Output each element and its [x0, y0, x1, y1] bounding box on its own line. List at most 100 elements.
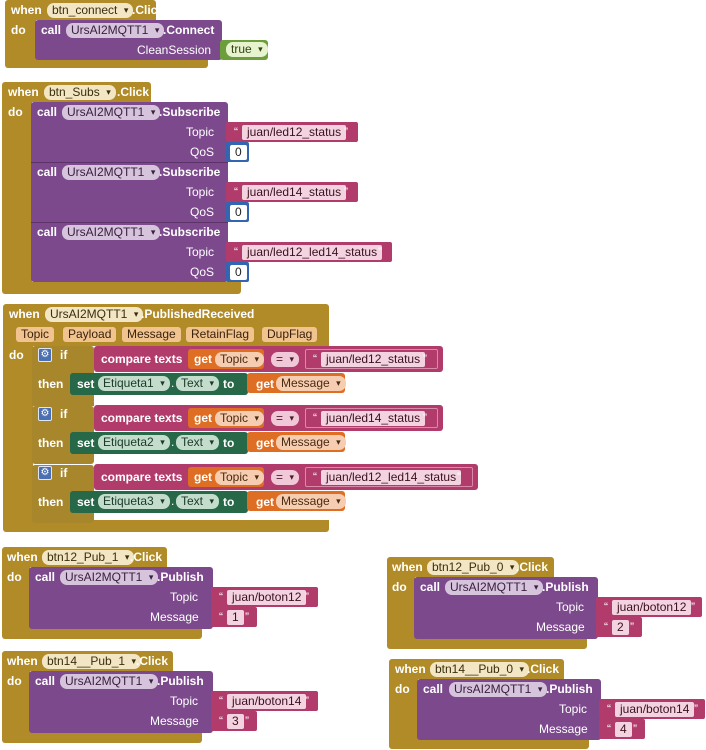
param-retainflag[interactable]: RetainFlag [186, 327, 255, 342]
open-quote: “ [313, 411, 317, 425]
event-do-spine [5, 20, 36, 56]
param-message[interactable]: Message [122, 327, 181, 342]
set-label: set [77, 495, 95, 509]
gear-icon[interactable]: ⚙ [38, 407, 52, 421]
set-property-dropdown[interactable]: Text [176, 376, 220, 391]
param-topic[interactable]: Topic [16, 327, 55, 342]
value-var-dropdown[interactable]: Message [276, 435, 346, 450]
call-label: call [420, 580, 441, 594]
topic-label: Topic [170, 590, 199, 604]
event-footer [2, 282, 241, 294]
topic-string[interactable]: juan/boton12 [612, 600, 692, 615]
qos-value[interactable]: 0 [230, 265, 247, 280]
mqtt-component-dropdown[interactable]: UrsAI2MQTT1 [60, 570, 159, 585]
compare-label: compare texts [101, 352, 183, 366]
topic-string[interactable]: juan/boton12 [227, 590, 307, 605]
close-quote: ” [630, 620, 634, 634]
topic-string[interactable]: juan/led12_status [242, 125, 347, 140]
operator-dropdown[interactable]: = [271, 411, 300, 426]
mqtt-component-dropdown[interactable]: UrsAI2MQTT1 [60, 674, 159, 689]
message-string[interactable]: 1 [227, 610, 244, 625]
mqtt-component-dropdown[interactable]: UrsAI2MQTT1 [62, 225, 161, 240]
set-component-dropdown[interactable]: Etiqueta2 [98, 435, 170, 450]
method-name: .Publish [546, 682, 593, 696]
message-string[interactable]: 3 [227, 714, 244, 729]
get-var-dropdown[interactable]: Topic [215, 352, 265, 367]
topic-string[interactable]: juan/boton14 [227, 694, 307, 709]
method-name: .Publish [157, 570, 204, 584]
qos-value[interactable]: 0 [230, 205, 247, 220]
close-quote: ” [457, 470, 461, 484]
mqtt-component-dropdown[interactable]: UrsAI2MQTT1 [62, 105, 161, 120]
set-component-dropdown[interactable]: Etiqueta3 [98, 494, 170, 509]
to-label: to [223, 436, 235, 450]
get-label: get [256, 377, 274, 391]
qos-value[interactable]: 0 [230, 145, 247, 160]
close-quote: ” [245, 610, 249, 624]
topic-string[interactable]: juan/led14_status [242, 185, 347, 200]
close-quote: ” [423, 411, 427, 425]
open-quote: “ [234, 185, 238, 199]
call-label: call [423, 682, 444, 696]
component-dropdown[interactable]: btn12_Pub_1 [42, 550, 135, 565]
event-do-spine [3, 346, 33, 522]
component-dropdown[interactable]: btn_Subs [44, 85, 116, 100]
gear-icon[interactable]: ⚙ [38, 348, 52, 362]
event-footer [389, 738, 589, 749]
mqtt-component-dropdown[interactable]: UrsAI2MQTT1 [62, 165, 161, 180]
compare-string[interactable]: juan/led12_led14_status [321, 470, 462, 485]
to-label: to [223, 495, 235, 509]
topic-string[interactable]: juan/led12_led14_status [242, 245, 383, 260]
component-dropdown[interactable]: btn_connect [47, 3, 134, 18]
component-dropdown[interactable]: UrsAI2MQTT1 [45, 307, 144, 322]
if-label: if [60, 407, 68, 421]
message-string[interactable]: 4 [615, 722, 632, 737]
open-quote: “ [604, 620, 608, 634]
mqtt-component-dropdown[interactable]: UrsAI2MQTT1 [449, 682, 548, 697]
open-quote: “ [607, 702, 611, 716]
param-label: CleanSession [137, 43, 212, 57]
mqtt-component-dropdown[interactable]: UrsAI2MQTT1 [445, 580, 544, 595]
operator-dropdown[interactable]: = [271, 470, 300, 485]
when-label: when [9, 307, 40, 321]
value-var-dropdown[interactable]: Message [276, 376, 346, 391]
when-label: when [395, 662, 426, 676]
set-property-dropdown[interactable]: Text [176, 435, 220, 450]
mqtt-component-dropdown[interactable]: UrsAI2MQTT1 [66, 23, 165, 38]
method-name: .Connect [163, 23, 215, 37]
operator-dropdown[interactable]: = [271, 352, 300, 367]
subscribe-stack [31, 102, 228, 282]
get-var-dropdown[interactable]: Topic [215, 470, 265, 485]
when-label: when [7, 550, 38, 564]
close-quote: ” [694, 702, 698, 716]
close-quote: ” [633, 722, 637, 736]
event-do-spine [389, 679, 418, 741]
event-name: .Click [516, 560, 549, 574]
then-label: then [38, 436, 64, 450]
then-label: then [38, 377, 64, 391]
value-var-dropdown[interactable]: Message [276, 494, 346, 509]
component-dropdown[interactable]: btn12_Pub_0 [427, 560, 520, 575]
topic-string[interactable]: juan/boton14 [615, 702, 695, 717]
get-var-dropdown[interactable]: Topic [215, 411, 265, 426]
open-quote: “ [219, 694, 223, 708]
call-label: call [37, 165, 58, 179]
param-payload[interactable]: Payload [63, 327, 117, 342]
boolean-dropdown[interactable]: true [226, 42, 268, 57]
compare-string[interactable]: juan/led12_status [321, 352, 426, 367]
set-property-dropdown[interactable]: Text [176, 494, 220, 509]
message-label: Message [539, 722, 588, 736]
component-dropdown[interactable]: btn14__Pub_1 [42, 654, 142, 669]
compare-label: compare texts [101, 470, 183, 484]
to-label: to [223, 377, 235, 391]
compare-string[interactable]: juan/led14_status [321, 411, 426, 426]
call-label: call [37, 105, 58, 119]
component-dropdown[interactable]: btn14__Pub_0 [430, 662, 530, 677]
method-name: .Subscribe [159, 165, 221, 179]
gear-icon[interactable]: ⚙ [38, 466, 52, 480]
param-dupflag[interactable]: DupFlag [262, 327, 318, 342]
message-string[interactable]: 2 [612, 620, 629, 635]
event-footer [387, 637, 587, 649]
open-quote: “ [313, 352, 317, 366]
set-component-dropdown[interactable]: Etiqueta1 [98, 376, 170, 391]
